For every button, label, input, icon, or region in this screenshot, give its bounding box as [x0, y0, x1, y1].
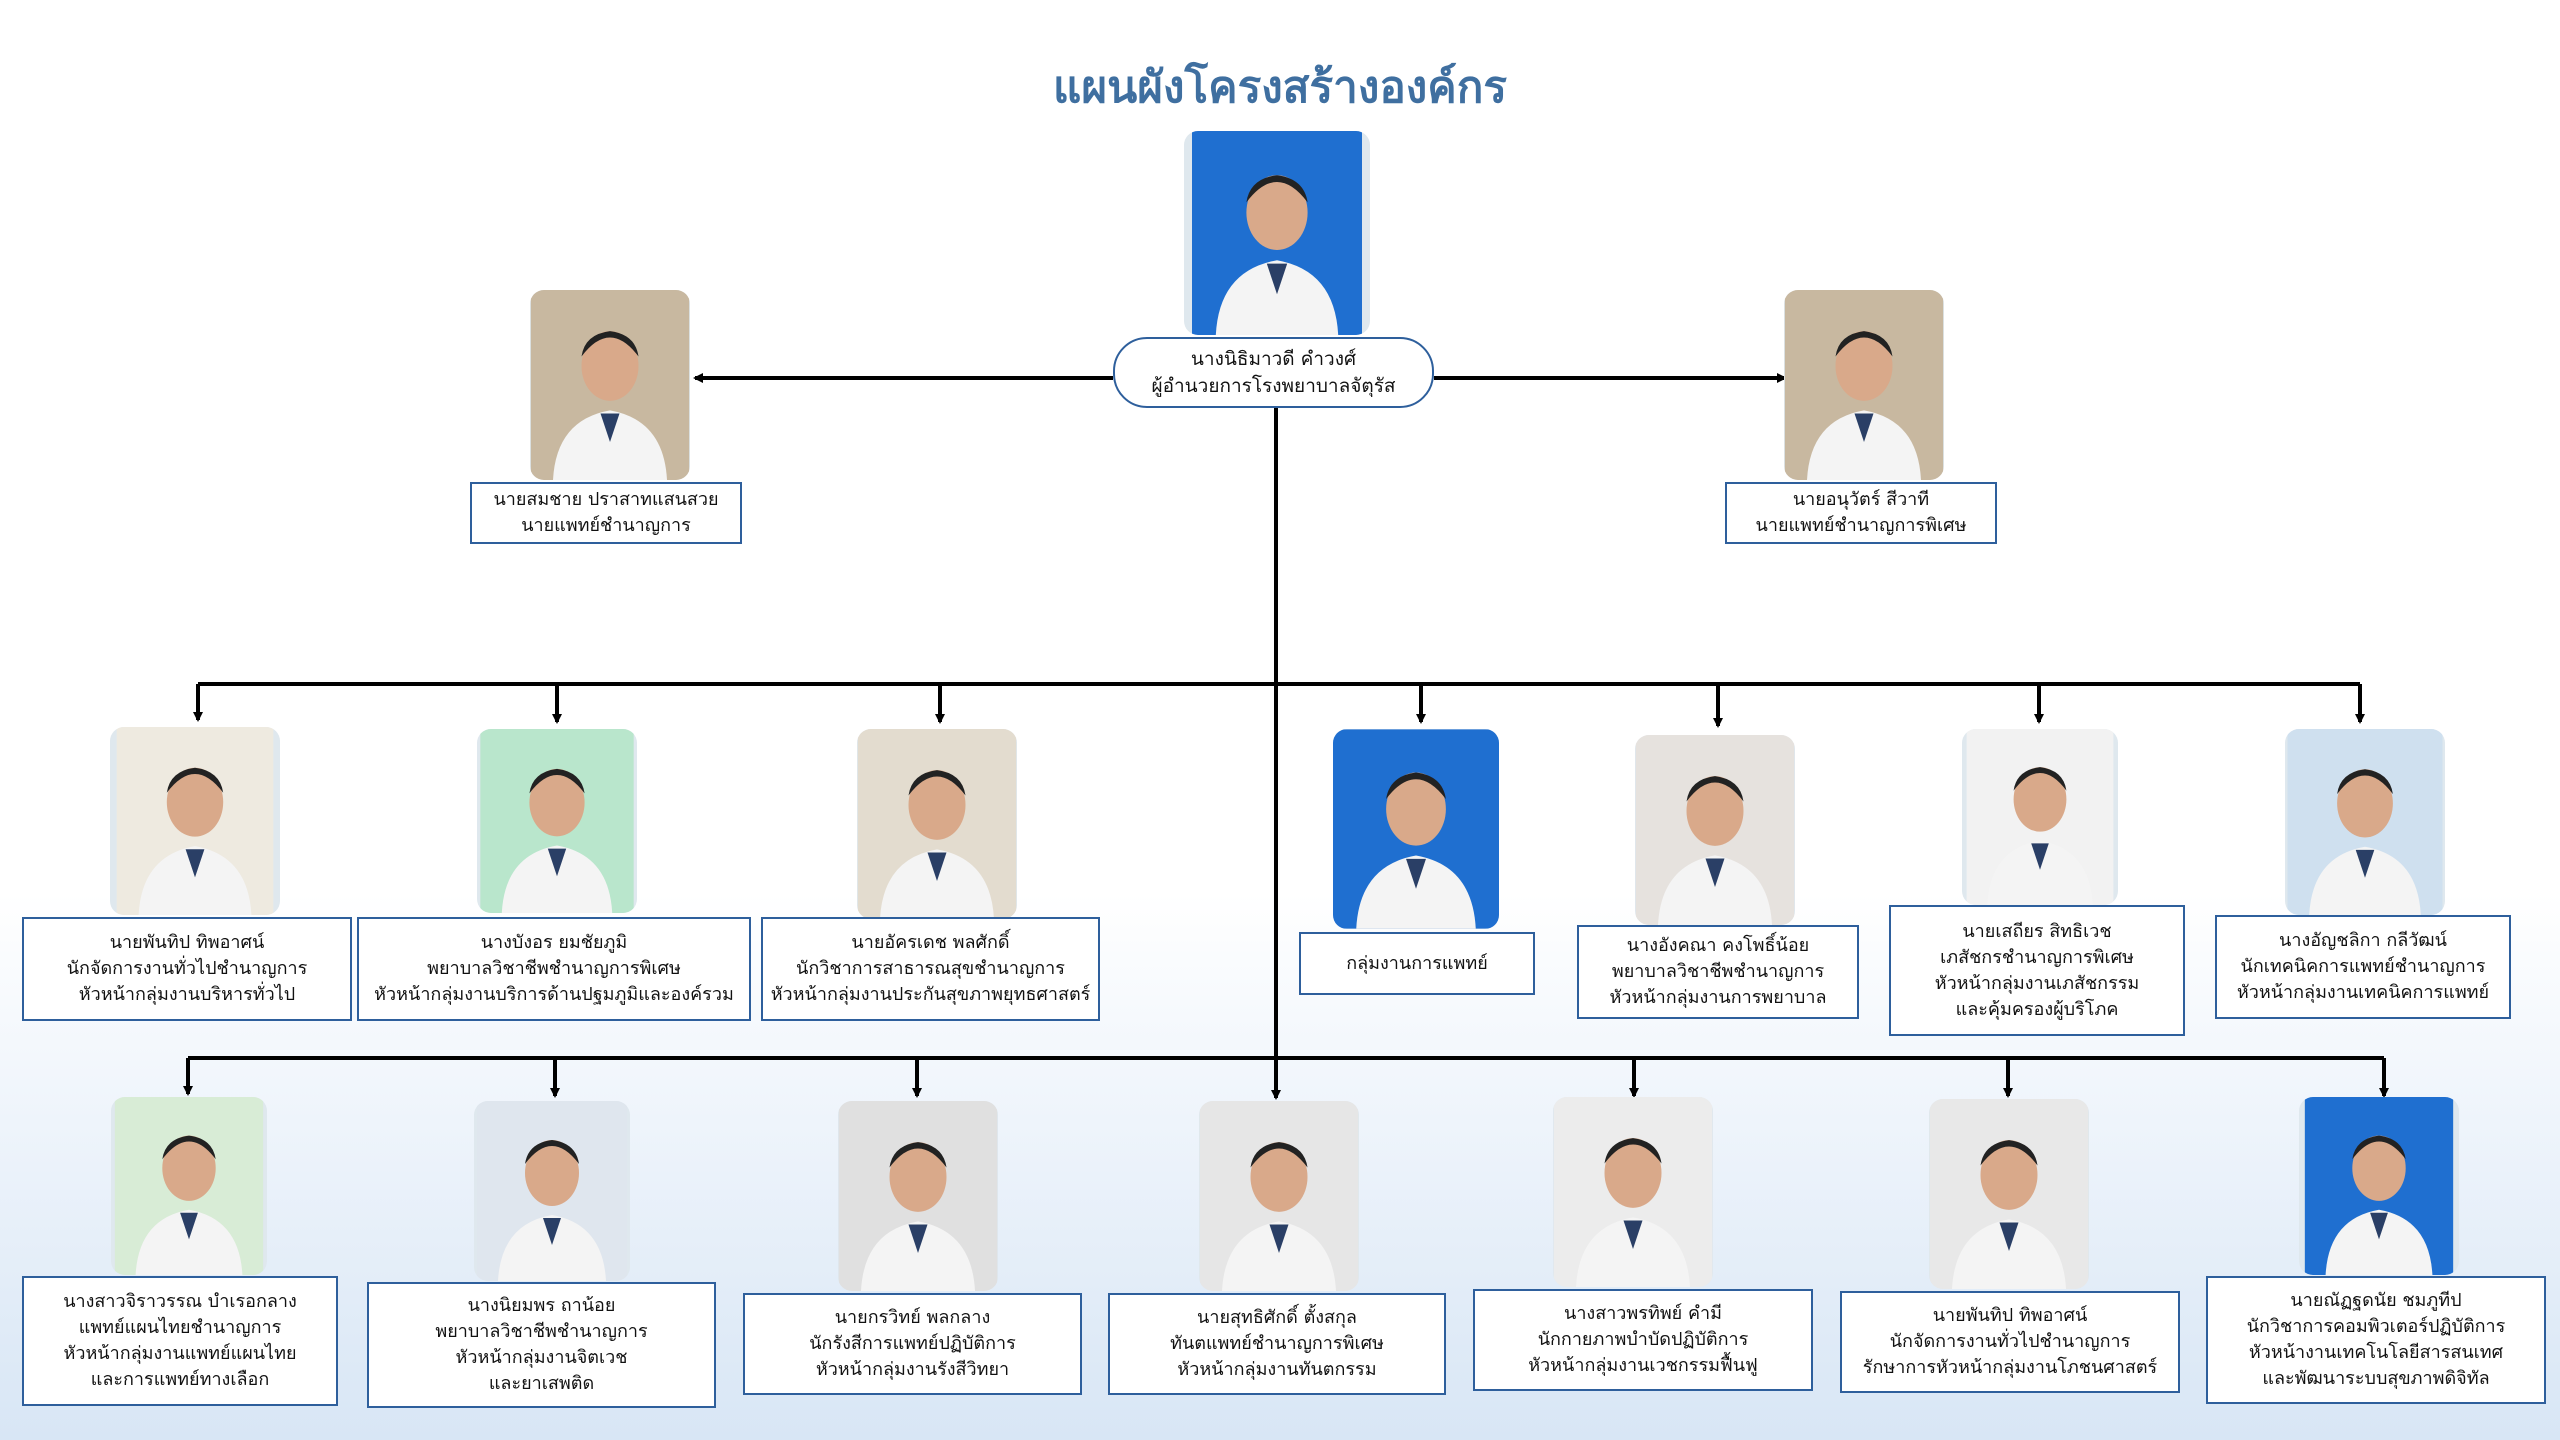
member-card: นายพันทิป ทิพอาศน์ นักจัดการงานทั่วไปชำน… [22, 917, 352, 1021]
member-photo [111, 1097, 267, 1275]
member-photo [838, 1101, 998, 1291]
member-card: นายสุทธิศักดิ์ ตั้งสกุล ทันตแพทย์ชำนาญกา… [1108, 1293, 1446, 1395]
member-photo [1929, 1099, 2089, 1289]
member-photo [2285, 729, 2445, 915]
director-photo [1184, 131, 1370, 335]
member-card: นางสาวจิราวรรณ บำเรอกลาง แพทย์แผนไทยชำนา… [22, 1276, 338, 1406]
director-card: นางนิธิมาวดี คำวงศ์ ผู้อำนวยการโรงพยาบาล… [1113, 337, 1434, 408]
director-name: นางนิธิมาวดี คำวงศ์ [1190, 347, 1357, 370]
member-photo [474, 1101, 630, 1281]
member-card: นายกรวิทย์ พลกลาง นักรังสีการแพทย์ปฏิบัต… [743, 1293, 1082, 1395]
member-card: นายอัครเดช พลศักดิ์ นักวิชาการสาธารณสุขช… [761, 917, 1100, 1021]
member-card: นางอัญชลิกา กลีวัฒน์ นักเทคนิคการแพทย์ชำ… [2215, 915, 2511, 1019]
advisor-card: นายอนุวัตร์ สีวาที นายแพทย์ชำนาญการพิเศษ [1725, 482, 1997, 544]
member-photo [1553, 1097, 1713, 1287]
member-card: นางสาวพรทิพย์ คำมี นักกายภาพบำบัดปฏิบัติ… [1473, 1289, 1813, 1391]
member-photo [477, 729, 637, 913]
member-photo [857, 729, 1017, 919]
member-card: นายณัฏฐดนัย ชมภูทีป นักวิชาการคอมพิวเตอร… [2206, 1276, 2546, 1404]
member-photo [110, 727, 280, 915]
member-card: นางบังอร ยมชัยภูมิ พยาบาลวิชาชีพชำนาญการ… [357, 917, 751, 1021]
member-photo [2299, 1097, 2459, 1275]
page-title: แผนผังโครงสร้างองค์กร [1053, 62, 1507, 113]
advisor-photo [1784, 290, 1944, 480]
member-card: นายพันทิป ทิพอาศน์ นักจัดการงานทั่วไปชำน… [1840, 1291, 2180, 1393]
advisor-card: นายสมชาย ปราสาทแสนสวย นายแพทย์ชำนาญการ [470, 482, 742, 544]
member-photo [1962, 729, 2118, 905]
member-photo [1333, 729, 1499, 929]
member-card: นายเสถียร สิทธิเวช เภสัชกรชำนาญการพิเศษ … [1889, 905, 2185, 1036]
member-card: นางนิยมพร ถาน้อย พยาบาลวิชาชีพชำนาญการ ห… [367, 1282, 716, 1408]
member-photo [1635, 735, 1795, 925]
director-position: ผู้อำนวยการโรงพยาบาลจัตุรัส [1151, 374, 1396, 397]
member-photo [1199, 1101, 1359, 1291]
member-card: นางอังคณา คงโพธิ์น้อย พยาบาลวิชาชีพชำนาญ… [1577, 925, 1859, 1019]
advisor-photo [530, 290, 690, 480]
member-card: กลุ่มงานการแพทย์ [1299, 932, 1535, 995]
